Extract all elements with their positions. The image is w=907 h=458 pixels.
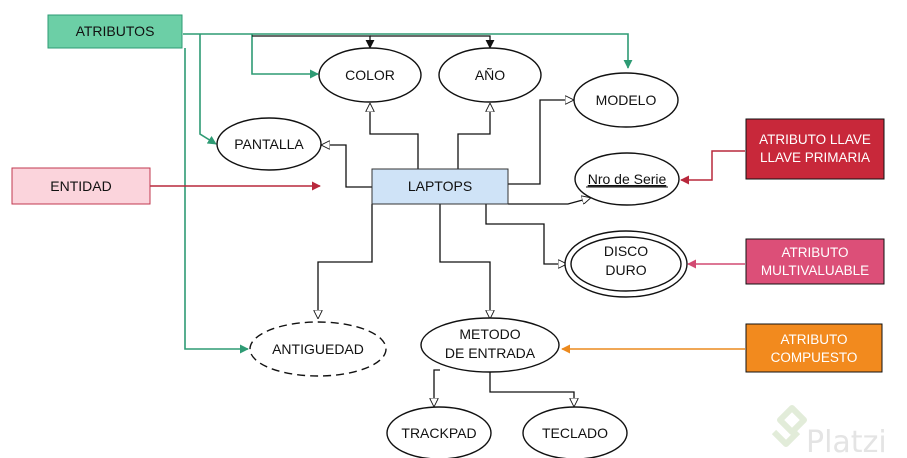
attr-antiguedad-label: ANTIGUEDAD — [272, 341, 364, 357]
attr-trackpad: TRACKPAD — [386, 406, 492, 458]
connector-laptops-pantalla — [322, 145, 372, 188]
connector-laptops-disco — [485, 204, 566, 264]
legend-entidad-box — [11, 167, 151, 205]
legend-llave-box — [745, 118, 885, 180]
attr-disco-inner — [570, 236, 682, 292]
legend-llave-line1: ATRIBUTO LLAVE — [759, 132, 871, 147]
connector-atributos-color — [251, 34, 319, 79]
attr-metodo-line2: DE ENTRADA — [445, 345, 536, 361]
legend-atributos: ATRIBUTOS — [47, 14, 183, 49]
legend-multi-box — [745, 238, 885, 285]
attr-modelo-label: MODELO — [596, 92, 657, 108]
attr-anio: AÑO — [438, 47, 542, 103]
attr-pantalla-shape — [216, 117, 322, 171]
attr-antiguedad-shape — [249, 321, 387, 377]
connector-llave-serie — [680, 150, 745, 185]
connector-top-anio — [370, 35, 495, 49]
attr-metodo-entrada: METODO DE ENTRADA — [420, 317, 560, 373]
entity-laptops: LAPTOPS — [371, 168, 509, 205]
connector-atributos-antiguedad — [184, 48, 249, 354]
attr-teclado-shape — [522, 406, 628, 458]
attr-serie-label: Nro de Serie — [588, 171, 667, 187]
attr-nro-serie: Nro de Serie — [574, 152, 680, 206]
legend-multi-line2: MULTIVALUABLE — [761, 263, 869, 278]
attr-disco-line2: DURO — [605, 262, 646, 278]
connector-metodo-trackpad — [434, 369, 440, 406]
legend-atributos-label: ATRIBUTOS — [76, 23, 155, 39]
legend-compuesto-line2: COMPUESTO — [771, 350, 858, 365]
entity-connectors — [252, 35, 590, 406]
connector-top-color — [252, 35, 375, 49]
attr-anio-label: AÑO — [475, 67, 505, 83]
attr-teclado-label: TECLADO — [542, 425, 608, 441]
connector-metodo-teclado — [489, 372, 574, 406]
attr-modelo: MODELO — [573, 72, 679, 128]
legend-atributos-box — [47, 14, 183, 49]
attr-serie-shape — [574, 152, 680, 206]
platzi-wordmark: Platzi — [806, 425, 887, 458]
connector-laptops-metodo — [439, 204, 490, 318]
attr-color-shape — [318, 47, 422, 103]
connector-atributos-pantalla — [199, 34, 217, 145]
legend-atributo-multivaluable: ATRIBUTO MULTIVALUABLE — [745, 238, 885, 285]
connector-laptops-color — [370, 104, 419, 170]
attr-metodo-line1: METODO — [459, 326, 520, 342]
atributos-connectors — [183, 33, 633, 354]
attr-anio-shape — [438, 47, 542, 103]
legend-llave-line2: LLAVE PRIMARIA — [760, 150, 870, 165]
connector-atributos-modelo — [183, 33, 633, 69]
attr-trackpad-shape — [386, 406, 492, 458]
connector-laptops-antiguedad — [318, 204, 373, 318]
attr-pantalla: PANTALLA — [216, 117, 322, 171]
attr-pantalla-label: PANTALLA — [234, 136, 304, 152]
attr-metodo-shape — [420, 317, 560, 373]
connector-laptops-serie — [508, 198, 590, 205]
attr-color-label: COLOR — [345, 67, 395, 83]
attr-disco-line1: DISCO — [604, 243, 648, 259]
connector-laptops-modelo — [508, 100, 573, 185]
legend-compuesto-box — [745, 323, 883, 373]
legend-compuesto-line1: ATRIBUTO — [780, 332, 847, 347]
attr-teclado: TECLADO — [522, 406, 628, 458]
attr-trackpad-label: TRACKPAD — [401, 425, 476, 441]
connector-laptops-anio — [457, 104, 490, 170]
legend-entidad-label: ENTIDAD — [50, 178, 111, 194]
entity-laptops-label: LAPTOPS — [408, 178, 472, 194]
entity-laptops-box — [371, 168, 509, 205]
attr-antiguedad: ANTIGUEDAD — [249, 321, 387, 377]
legend-atributo-llave: ATRIBUTO LLAVE LLAVE PRIMARIA — [745, 118, 885, 180]
legend-entidad: ENTIDAD — [11, 167, 151, 205]
platzi-watermark: Platzi — [771, 405, 887, 458]
platzi-logo-icon — [771, 405, 807, 447]
legend-multi-line1: ATRIBUTO — [781, 245, 848, 260]
attr-modelo-shape — [573, 72, 679, 128]
legend-atributo-compuesto: ATRIBUTO COMPUESTO — [745, 323, 883, 373]
attr-color: COLOR — [318, 47, 422, 103]
attr-disco-duro: DISCO DURO — [564, 230, 688, 298]
